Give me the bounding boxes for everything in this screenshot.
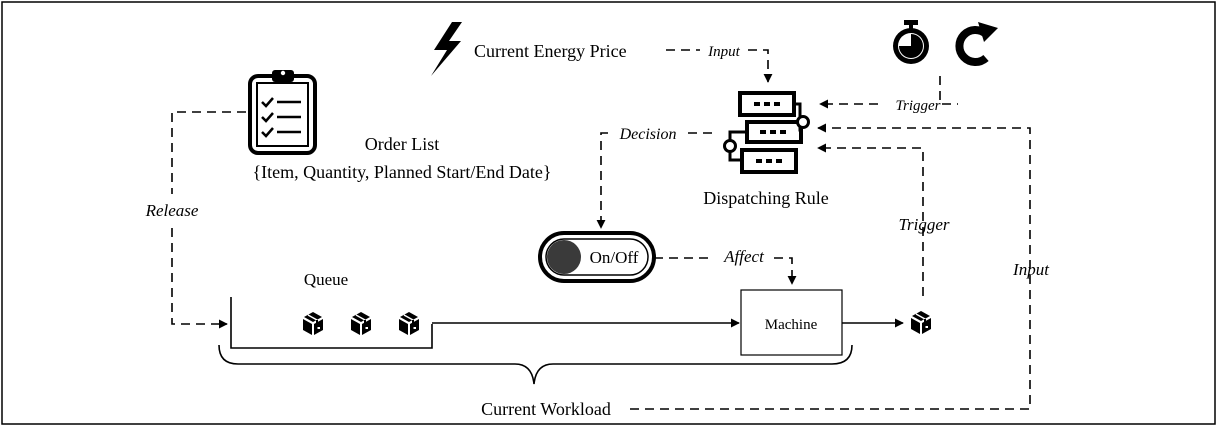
workload-brace bbox=[218, 344, 853, 385]
dispatching-rule-label: Dispatching Rule bbox=[703, 188, 828, 208]
edge-label-affect: Affect bbox=[723, 247, 765, 266]
edge-label-input-energy: Input bbox=[707, 44, 740, 60]
edge-output-trigger bbox=[817, 143, 924, 296]
machine-label: Machine bbox=[765, 317, 818, 333]
package-box-icon bbox=[350, 311, 372, 336]
order-fields-label: {Item, Quantity, Planned Start/End Date} bbox=[252, 162, 551, 182]
edge-workload-input bbox=[630, 123, 1031, 410]
edge-release-bottom bbox=[171, 228, 228, 329]
edge-label-release: Release bbox=[145, 201, 199, 220]
package-box-icon bbox=[910, 310, 932, 335]
toggle-switch-icon bbox=[538, 231, 656, 283]
edge-affect-to-machine bbox=[774, 257, 797, 285]
order-list-label: Order List bbox=[365, 134, 439, 154]
edge-decision-down bbox=[596, 132, 608, 229]
edge-label-input-workload: Input bbox=[1012, 260, 1050, 279]
refresh-icon bbox=[955, 22, 998, 66]
energy-price-label: Current Energy Price bbox=[474, 41, 627, 61]
package-box-icon bbox=[398, 311, 420, 336]
machine-box bbox=[740, 289, 843, 356]
queue-bracket bbox=[230, 297, 433, 349]
edge-label-trigger-timer: Trigger bbox=[895, 98, 940, 114]
package-box-icon bbox=[302, 311, 324, 336]
edge-label-decision: Decision bbox=[619, 126, 677, 143]
current-workload-label: Current Workload bbox=[481, 399, 611, 419]
clipboard-checklist-icon bbox=[248, 70, 317, 155]
server-rack-icon bbox=[723, 91, 810, 174]
edge-energy-to-dispatch bbox=[748, 49, 773, 83]
edge-label-trigger-output: Trigger bbox=[898, 215, 949, 234]
edge-release-top bbox=[171, 111, 246, 194]
stopwatch-icon bbox=[893, 20, 929, 64]
queue-label: Queue bbox=[304, 270, 348, 289]
on-off-label: On/Off bbox=[590, 248, 639, 267]
edge-timer-trigger bbox=[939, 76, 958, 105]
lightning-icon bbox=[431, 22, 462, 76]
